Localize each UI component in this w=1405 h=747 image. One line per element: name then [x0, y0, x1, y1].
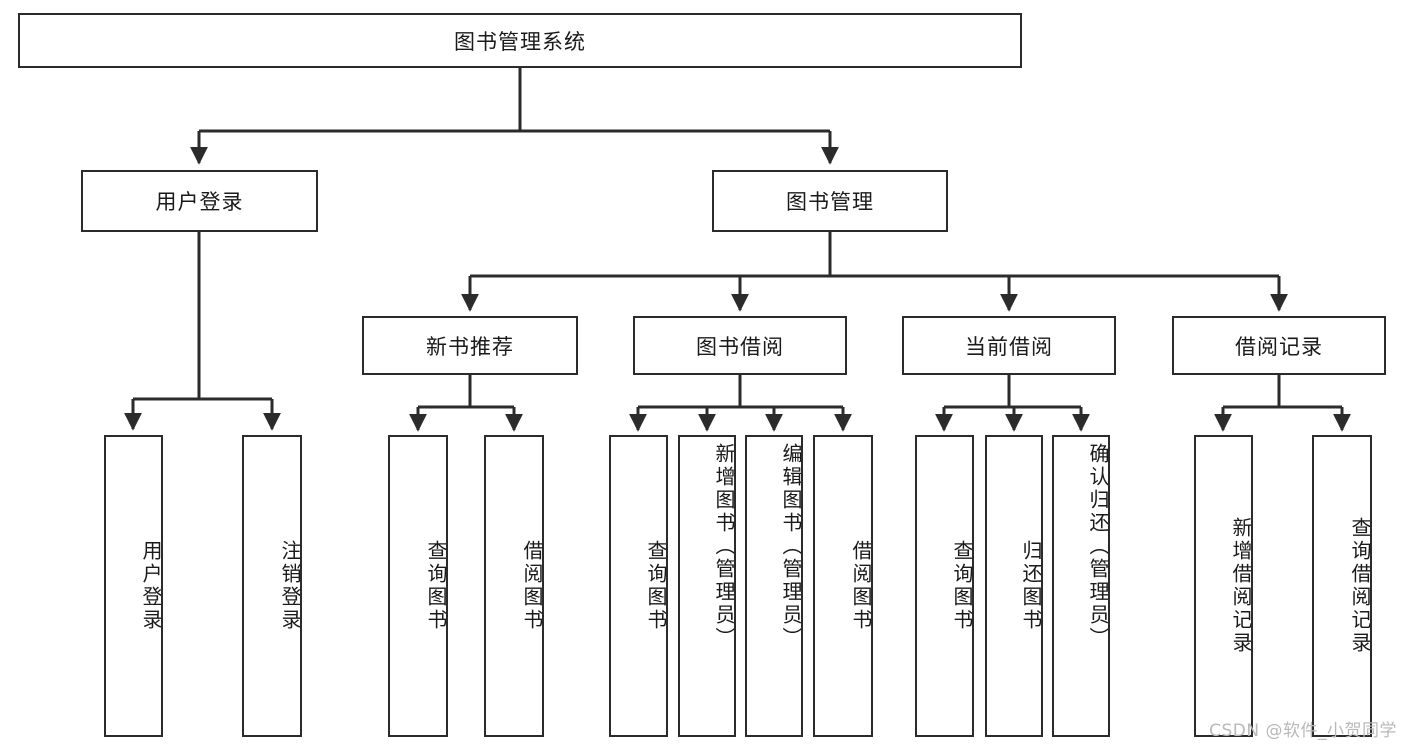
node-leaf-logout-label: 注销登录 — [278, 540, 302, 632]
node-current-borrow-label: 当前借阅 — [965, 334, 1053, 359]
node-book-manage-label: 图书管理 — [786, 190, 874, 214]
node-leaf-add-record[interactable]: 新增借阅记录 — [1194, 435, 1253, 737]
node-user-login[interactable]: 用户登录 — [81, 170, 318, 232]
node-new-book-rec[interactable]: 新书推荐 — [362, 316, 578, 375]
node-leaf-query-record[interactable]: 查询借阅记录 — [1312, 435, 1372, 737]
node-leaf-borrow-book-label: 借阅图书 — [849, 540, 873, 632]
node-leaf-return-book[interactable]: 归还图书 — [985, 435, 1043, 737]
watermark-text: CSDN @软件_小贺同学 — [1209, 721, 1397, 741]
node-leaf-query-book-cur[interactable]: 查询图书 — [915, 435, 974, 737]
node-new-book-rec-label: 新书推荐 — [426, 334, 514, 359]
node-leaf-confirm-return-label: 确认归还（管理员） — [1086, 443, 1110, 650]
node-leaf-add-book-label: 新增图书（管理员） — [712, 443, 736, 650]
node-leaf-query-book-rec[interactable]: 查询图书 — [388, 435, 448, 737]
node-leaf-query-record-label: 查询借阅记录 — [1348, 517, 1372, 655]
node-user-login-label: 用户登录 — [155, 190, 244, 214]
node-root[interactable]: 图书管理系统 — [18, 13, 1022, 68]
node-leaf-confirm-return[interactable]: 确认归还（管理员） — [1052, 435, 1110, 737]
node-leaf-user-login[interactable]: 用户登录 — [104, 435, 163, 737]
node-leaf-edit-book-label: 编辑图书（管理员） — [779, 443, 803, 650]
node-leaf-user-login-label: 用户登录 — [139, 540, 163, 632]
node-current-borrow[interactable]: 当前借阅 — [902, 316, 1116, 375]
node-leaf-borrow-book[interactable]: 借阅图书 — [813, 435, 873, 737]
node-borrow-record-label: 借阅记录 — [1235, 334, 1323, 359]
node-leaf-edit-book[interactable]: 编辑图书（管理员） — [745, 435, 803, 737]
node-leaf-borrow-book-rec[interactable]: 借阅图书 — [484, 435, 544, 737]
node-leaf-add-book[interactable]: 新增图书（管理员） — [678, 435, 736, 737]
node-book-borrow[interactable]: 图书借阅 — [633, 316, 847, 375]
node-leaf-return-book-label: 归还图书 — [1019, 540, 1043, 632]
node-book-manage[interactable]: 图书管理 — [712, 170, 948, 232]
node-book-borrow-label: 图书借阅 — [696, 334, 784, 359]
node-leaf-query-book-cur-label: 查询图书 — [950, 540, 974, 632]
node-leaf-query-book-borrow-label: 查询图书 — [644, 540, 668, 632]
node-leaf-logout[interactable]: 注销登录 — [242, 435, 302, 737]
node-leaf-add-record-label: 新增借阅记录 — [1229, 517, 1253, 655]
node-leaf-query-book-borrow[interactable]: 查询图书 — [609, 435, 668, 737]
node-borrow-record[interactable]: 借阅记录 — [1172, 316, 1386, 375]
node-leaf-query-book-rec-label: 查询图书 — [424, 540, 448, 632]
node-leaf-borrow-book-rec-label: 借阅图书 — [520, 540, 544, 632]
node-root-label: 图书管理系统 — [454, 29, 586, 54]
